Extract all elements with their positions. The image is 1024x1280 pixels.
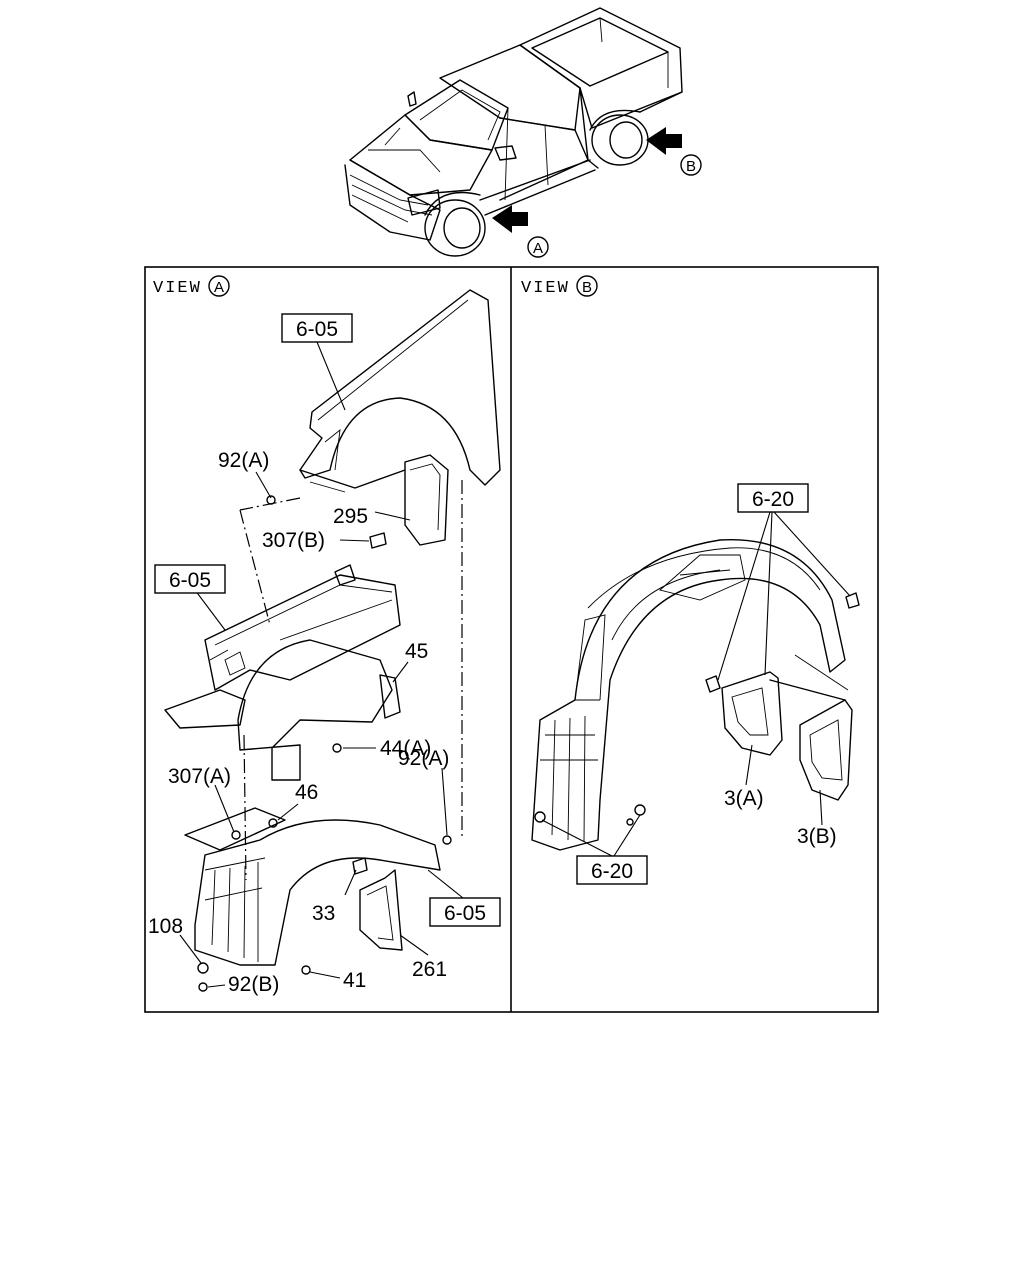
clip-44a-icon: [332, 743, 342, 753]
label-261: 261: [412, 958, 447, 981]
clip-92a-right-icon: [442, 835, 452, 845]
front-liner-upper: [237, 639, 401, 781]
flap-bracket-line: [769, 679, 846, 701]
ref-box-rear-top: [737, 483, 809, 513]
front-mud-flap: [359, 869, 403, 951]
front-fender: [299, 289, 501, 493]
view-a-circle-icon: [208, 275, 230, 297]
view-b-header: VIEW B: [521, 275, 598, 298]
ref-6-05-liner: 6-05: [444, 902, 486, 925]
clip-rear-center-icon: [626, 818, 634, 826]
front-liner-lower: [184, 807, 441, 966]
label-45: 45: [405, 640, 428, 663]
arrow-b-icon: [646, 127, 682, 155]
rear-mud-flap-3b: [799, 699, 853, 801]
callout-b-letter: B: [686, 158, 696, 175]
label-46: 46: [295, 781, 318, 804]
screw-41-icon: [301, 965, 311, 975]
callout-a-circle-icon: [527, 236, 549, 258]
screw-46-icon: [268, 818, 278, 828]
view-a-labels: 6-05 6-05 6-05 92(A) 295 307(B) 45 44(A)…: [148, 313, 501, 996]
label-108: 108: [148, 915, 183, 938]
ref-6-05-apron: 6-05: [169, 569, 211, 592]
view-b-title: VIEW: [521, 279, 570, 298]
view-a-drawing: [164, 289, 501, 992]
bolt-33-icon: [352, 857, 368, 875]
ref-box-liner: [429, 897, 501, 927]
view-b-circle-icon: [576, 275, 598, 297]
label-41: 41: [343, 969, 366, 992]
washer-108-icon: [197, 962, 209, 974]
rear-mud-flap-3a: [721, 671, 783, 756]
nut-92b-icon: [198, 982, 208, 992]
ref-6-20-bottom: 6-20: [591, 860, 633, 883]
arrow-a-icon: [492, 205, 528, 233]
label-3a: 3(A): [724, 787, 764, 810]
ref-box-apron: [154, 564, 226, 594]
fender-bracket: [404, 454, 449, 546]
label-307a: 307(A): [168, 765, 231, 788]
label-44a: 44(A): [380, 737, 431, 760]
callout-b-circle-icon: [680, 154, 702, 176]
callout-a: A: [527, 236, 549, 258]
wheel-apron: [164, 564, 401, 729]
ref-box-rear-bottom: [576, 855, 648, 885]
ref-6-05-fender: 6-05: [296, 318, 338, 341]
label-307b: 307(B): [262, 529, 325, 552]
clip-307a-icon: [231, 830, 241, 840]
label-3b: 3(B): [797, 825, 837, 848]
view-b-drawing: [531, 511, 860, 857]
view-b-letter: B: [582, 279, 592, 296]
label-92a-right: 92(A): [398, 747, 449, 770]
rear-wheel-liner: [531, 538, 846, 851]
view-a-header: VIEW A: [153, 275, 230, 298]
ref-6-20-top: 6-20: [752, 488, 794, 511]
nut-rear-left-icon: [534, 811, 546, 823]
clip-307b-icon: [369, 532, 387, 549]
view-a-title: VIEW: [153, 279, 202, 298]
callout-a-letter: A: [533, 240, 543, 257]
label-33: 33: [312, 902, 335, 925]
clip-92a-top-icon: [266, 495, 276, 505]
bolt-rear-top-icon: [705, 675, 721, 693]
bolt-rear-right-icon: [845, 592, 860, 609]
callout-b: B: [680, 154, 702, 176]
view-b-labels: 6-20 6-20 3(A) 3(B): [576, 483, 837, 885]
bolt-rear-center-icon: [634, 804, 646, 816]
label-295: 295: [333, 505, 368, 528]
truck-overview: [344, 7, 683, 257]
label-92b: 92(B): [228, 973, 279, 996]
label-92a-top: 92(A): [218, 449, 269, 472]
ref-box-fender: [281, 313, 353, 343]
view-a-letter: A: [214, 279, 224, 296]
